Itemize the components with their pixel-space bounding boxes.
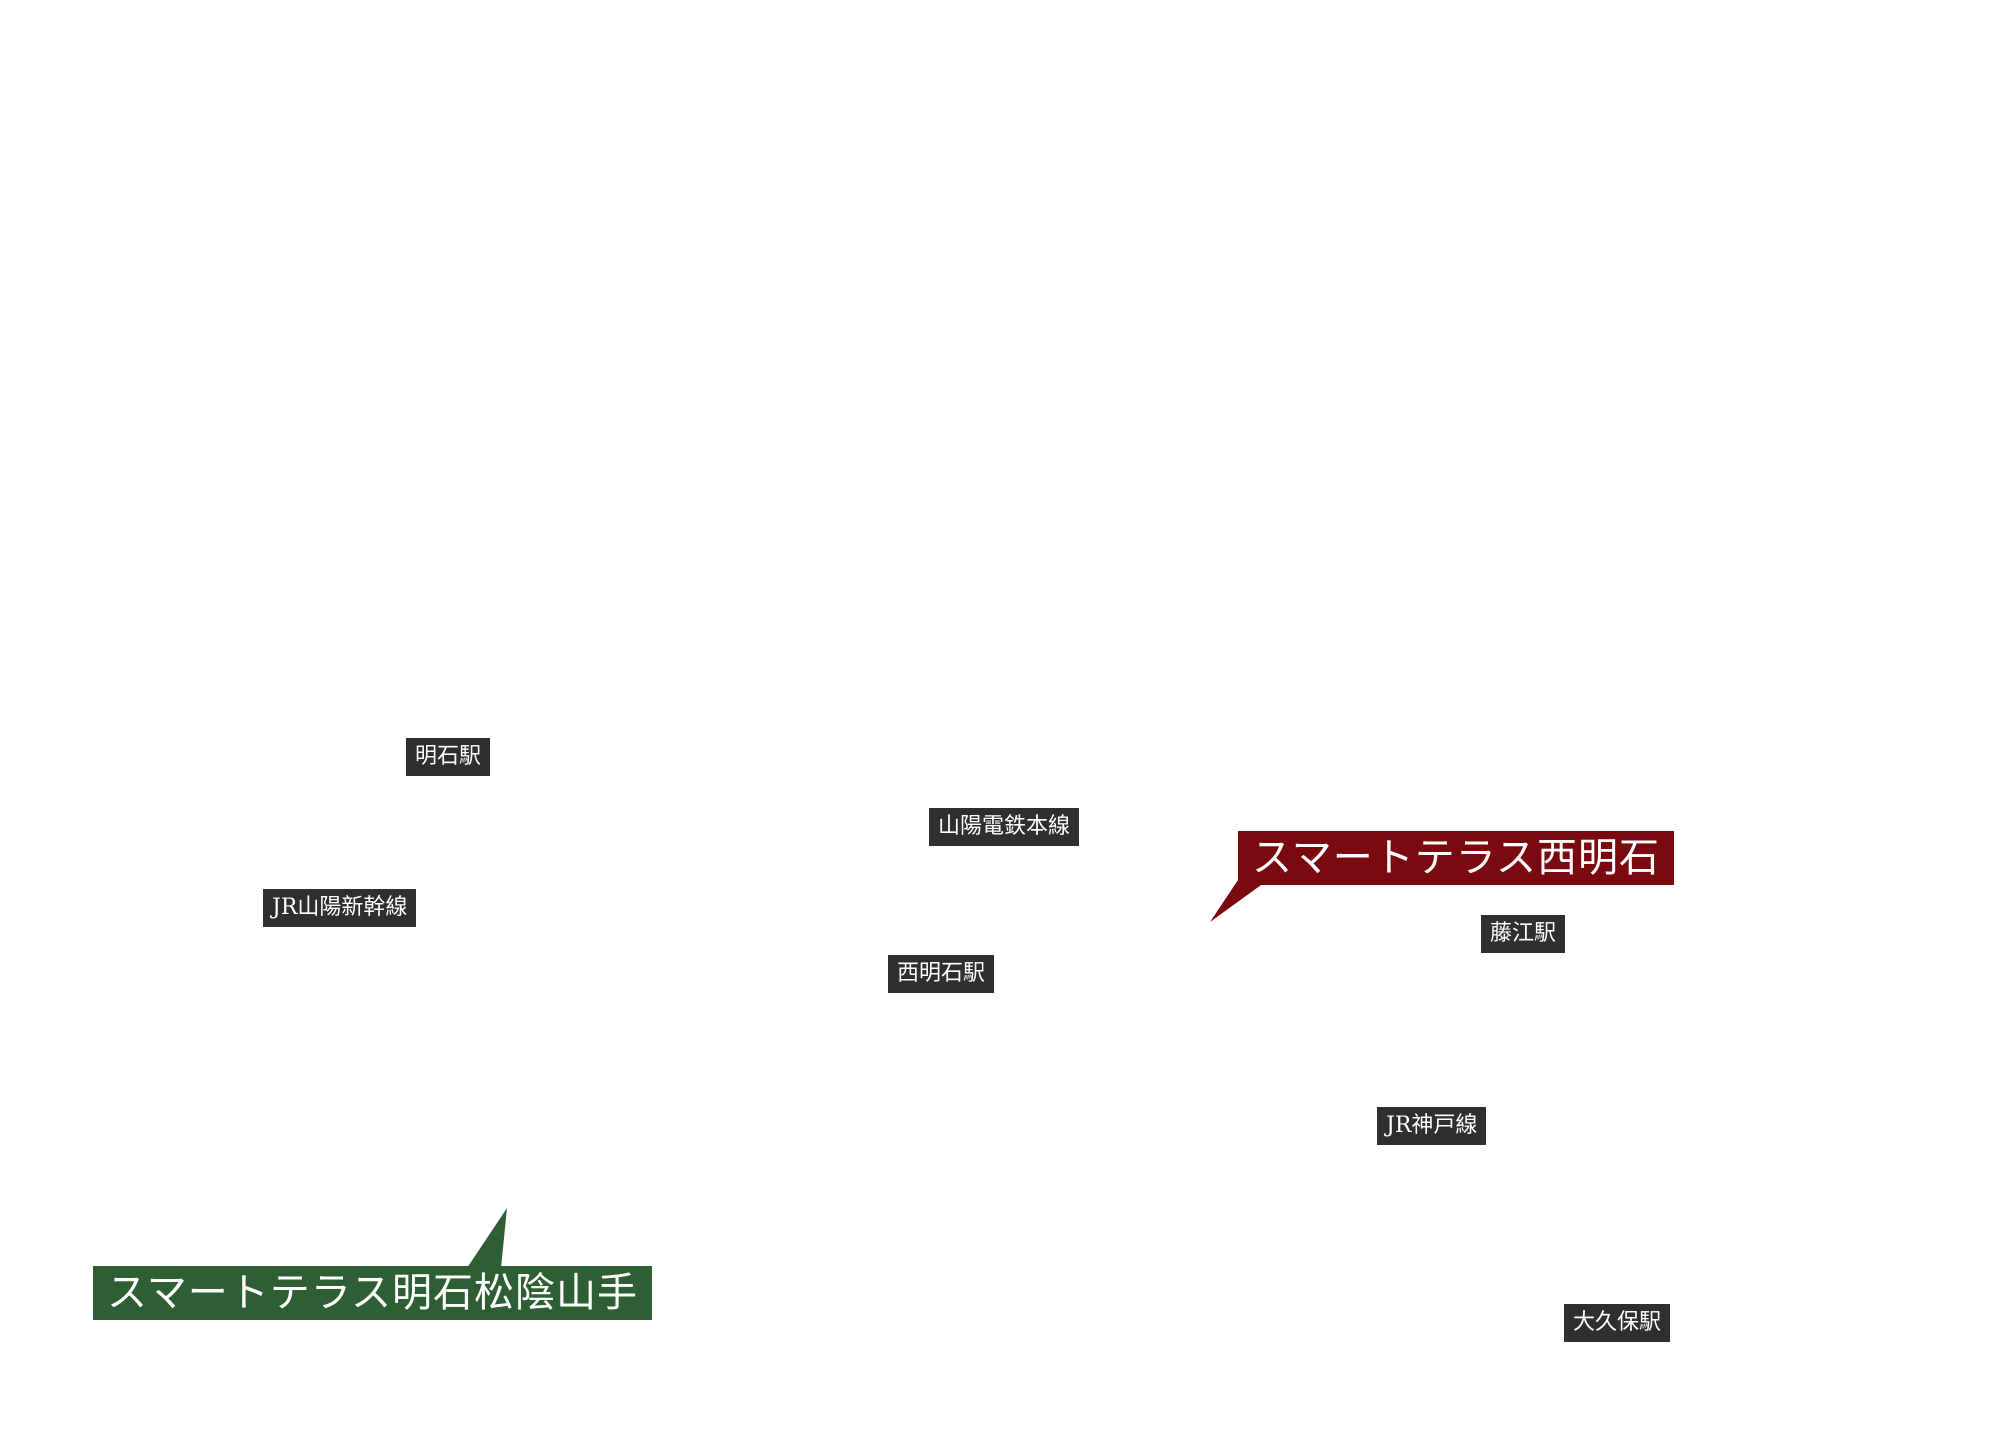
station-label-nishi-akashi: 西明石駅	[888, 955, 995, 993]
property-label-akashi-shoin-yamate[interactable]: スマートテラス明石松陰山手	[93, 1266, 652, 1320]
property-pointer-akashi-shoin-yamate	[467, 1208, 507, 1268]
station-label-fujie: 藤江駅	[1481, 915, 1566, 953]
line-label-jr-kobe: JR神戸線	[1377, 1107, 1487, 1145]
property-label-nishi-akashi[interactable]: スマートテラス西明石	[1238, 831, 1674, 885]
station-label-okubo: 大久保駅	[1564, 1304, 1671, 1342]
line-label-sanyo-railway: 山陽電鉄本線	[929, 808, 1080, 846]
line-label-jr-sanyo-shinkansen: JR山陽新幹線	[263, 889, 417, 927]
station-label-akashi: 明石駅	[406, 738, 491, 776]
property-pointer-nishi-akashi	[1210, 880, 1268, 922]
